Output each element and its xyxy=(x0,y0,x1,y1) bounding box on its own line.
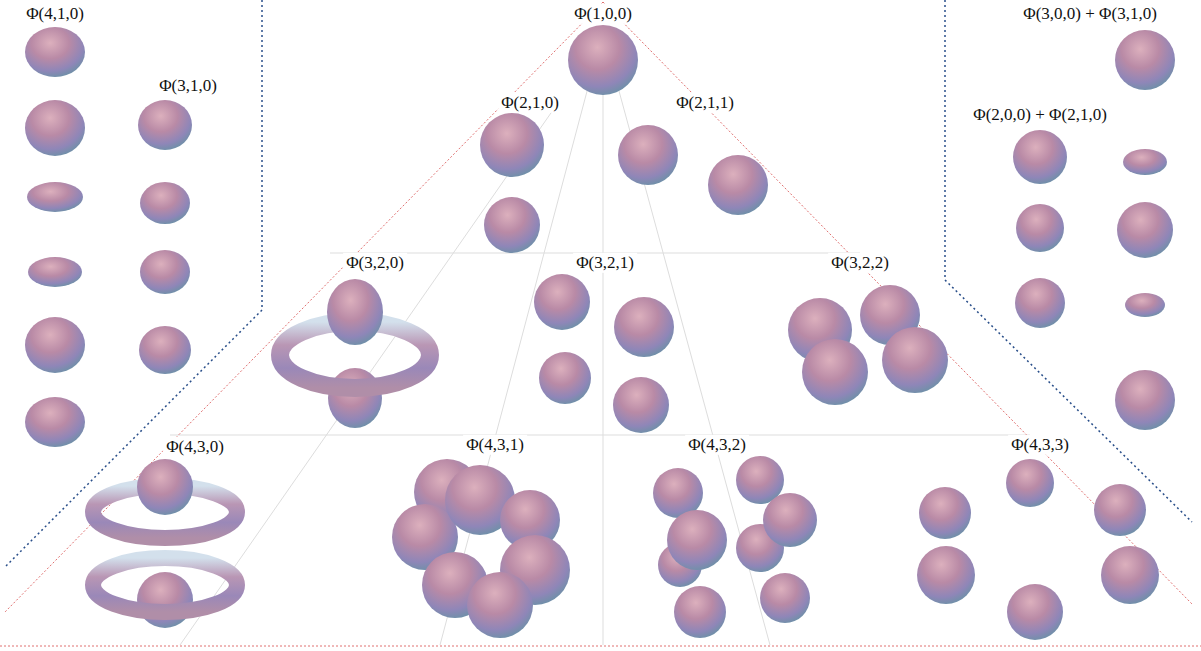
sphere-blob xyxy=(568,25,638,95)
sphere-blob xyxy=(614,297,674,357)
sphere-blob xyxy=(674,586,726,638)
sphere-blob xyxy=(667,510,727,570)
sphere-blob xyxy=(138,100,192,150)
sphere-blob xyxy=(1016,204,1064,252)
sphere-blob xyxy=(140,182,190,224)
red-dotted-guide xyxy=(603,2,1192,604)
sphere-blob xyxy=(28,257,82,287)
sphere-blob xyxy=(1117,202,1173,258)
sphere-blob xyxy=(1125,293,1165,317)
grid-line xyxy=(170,80,1030,645)
sphere-blob xyxy=(1115,370,1175,430)
sphere-blob xyxy=(919,487,971,539)
mode-label: Φ(2,1,0) xyxy=(498,93,562,113)
mode-label: Φ(3,2,0) xyxy=(343,253,407,273)
mode-label: Φ(4,3,2) xyxy=(685,435,749,455)
mode-label: Φ(4,3,0) xyxy=(163,437,227,457)
red-dotted-guide xyxy=(0,646,1201,647)
sphere-blob xyxy=(917,546,975,604)
mode-label: Φ(3,0,0) + Φ(3,1,0) xyxy=(1020,4,1160,24)
sphere-blob xyxy=(802,339,868,405)
grid-line xyxy=(603,80,604,645)
torus-shape xyxy=(93,279,430,628)
torus-shape xyxy=(137,459,193,515)
sphere-blob xyxy=(25,317,85,373)
sphere-blob xyxy=(534,274,590,330)
sphere-blob xyxy=(1006,459,1054,507)
sphere-blob xyxy=(763,493,817,547)
mode-label: Φ(4,1,0) xyxy=(23,4,87,24)
sphere-blob xyxy=(1123,149,1167,175)
sphere-blob xyxy=(25,397,85,447)
sphere-blob xyxy=(25,100,85,156)
blue-dotted-divider xyxy=(945,0,1192,522)
torus-shape xyxy=(93,558,237,612)
sphere-blob xyxy=(139,326,191,374)
mode-label: Φ(3,2,1) xyxy=(573,253,637,273)
grid-line xyxy=(170,435,1030,436)
sphere-blob xyxy=(140,250,190,294)
sphere-blob xyxy=(25,25,1175,640)
sphere-blob xyxy=(708,155,768,215)
blue-dotted-divider xyxy=(5,0,262,567)
mode-label: Φ(1,0,0) xyxy=(571,4,635,24)
sphere-blob xyxy=(480,113,544,177)
sphere-blob xyxy=(613,377,669,433)
mode-label: Φ(3,1,0) xyxy=(156,76,220,96)
mode-label: Φ(4,3,3) xyxy=(1008,435,1072,455)
mode-label: Φ(2,1,1) xyxy=(673,93,737,113)
red-dotted-guide xyxy=(5,2,603,612)
mode-label: Φ(2,0,0) + Φ(2,1,0) xyxy=(970,105,1110,125)
torus-shape xyxy=(328,368,382,428)
sphere-blob xyxy=(1007,584,1063,640)
sphere-blob xyxy=(25,27,85,77)
sphere-blob xyxy=(618,125,678,185)
sphere-blob xyxy=(467,572,533,638)
sphere-blob xyxy=(760,573,810,623)
sphere-blob xyxy=(1115,30,1175,90)
blue-dotted-divider xyxy=(5,0,1192,567)
sphere-blob xyxy=(882,327,948,393)
sphere-blob xyxy=(27,182,83,212)
sphere-blob xyxy=(1013,130,1067,184)
sphere-blob xyxy=(539,352,591,404)
torus-shape xyxy=(327,279,383,345)
mode-label: Φ(3,2,2) xyxy=(828,253,892,273)
sphere-blob xyxy=(1101,546,1159,604)
sphere-blob xyxy=(1015,278,1065,328)
mode-label: Φ(4,3,1) xyxy=(463,435,527,455)
sphere-blob xyxy=(1094,484,1146,536)
sphere-blob xyxy=(484,197,540,253)
